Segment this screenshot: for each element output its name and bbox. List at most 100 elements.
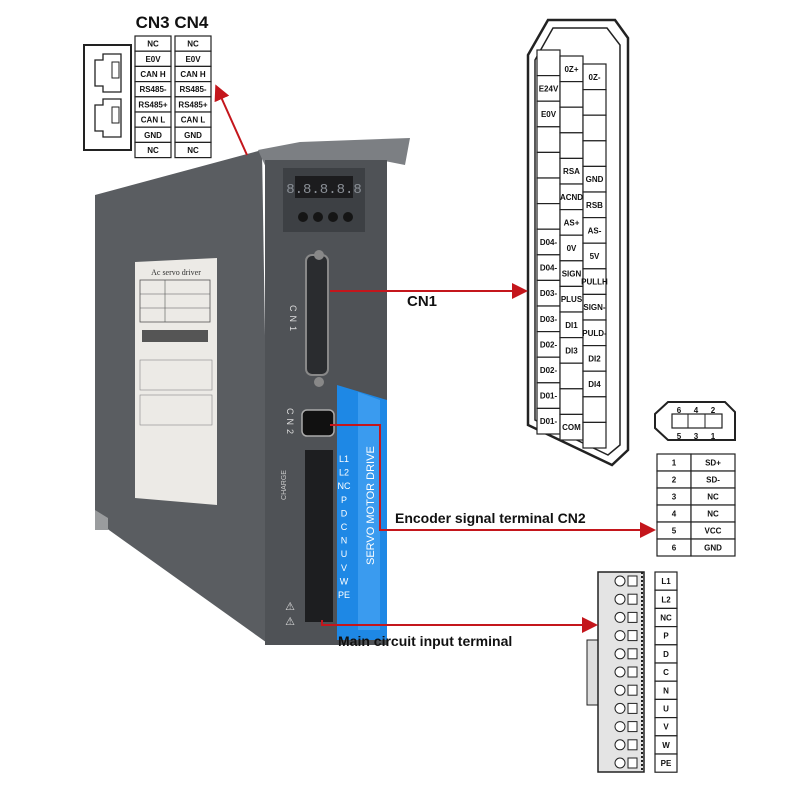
screw-icon (614, 739, 626, 751)
wire-slot-icon (627, 739, 638, 751)
cn1-pin-middle: AS+ (559, 209, 584, 236)
main-terminal-pin: L2 (654, 589, 678, 610)
cn4-pin-label: RS485- (179, 85, 206, 94)
warning-icon: ⚠ (285, 601, 295, 613)
panel-button[interactable] (343, 212, 353, 222)
main-terminal-pin-label: D (663, 650, 669, 659)
cn1-title: CN1 (407, 293, 437, 310)
cn2-pin-no-label: 6 (672, 544, 677, 553)
warning-icon: ⚠ (285, 616, 295, 628)
cn1-pin-right-label: 0Z- (589, 73, 601, 82)
barcode (142, 330, 208, 342)
cn1-pin-right: RSB (582, 191, 607, 219)
cn4-pin-label: NC (187, 40, 199, 49)
terminal-mark: D (341, 508, 348, 518)
cn4-pin-label: CAN H (180, 70, 206, 79)
cn2-pin-no: 5 (656, 521, 692, 540)
cn2-pin-no-label: 5 (672, 527, 677, 536)
screw-icon (314, 250, 324, 260)
cn1-pin-left: D01- (536, 407, 561, 435)
cn1-pin-left-label: E24V (539, 84, 559, 93)
panel-buttons (298, 212, 353, 222)
panel-button[interactable] (328, 212, 338, 222)
cn1-pin-left: D02- (536, 356, 561, 384)
cn1-pin-left: D04- (536, 228, 561, 256)
wire-slot-icon (627, 684, 638, 696)
cn1-pin-right-label: AS- (588, 226, 602, 235)
cn1-pin-right: 0Z- (582, 63, 607, 91)
main-terminal-pin-label: PE (661, 759, 672, 768)
cn1-pin-middle-label: DI1 (565, 321, 578, 330)
cn3-pin: RS485- (134, 80, 172, 98)
cn2-pin-number: 4 (694, 406, 699, 415)
cn1-pin-right: 5V (582, 242, 607, 270)
cn3-pin-label: E0V (145, 55, 161, 64)
cn1-pin-right: AS- (582, 217, 607, 244)
main-terminal-pin: W (654, 735, 678, 755)
blue-strip-light (358, 392, 380, 630)
cn4-pin-label: NC (187, 146, 199, 155)
screw-icon (614, 702, 626, 714)
terminal-mark: V (341, 563, 347, 573)
cn2-pin-signal-label: NC (707, 493, 719, 502)
cn1-pin-left: D01- (536, 382, 561, 409)
cn1-mark: CN1 (288, 305, 298, 335)
cn2-pin-signal-label: VCC (705, 527, 722, 536)
cn1-pin-right-label: GND (586, 175, 604, 184)
cn3-pin-label: CAN H (140, 70, 166, 79)
screw-icon (614, 593, 626, 605)
cn1-pin-left-label: D01- (540, 392, 558, 401)
cn3-pin-label: RS485+ (138, 100, 167, 109)
main-terminal-pin: U (654, 698, 678, 719)
main-terminal-pin-label: W (662, 741, 670, 750)
cn1-pin-middle (559, 80, 584, 108)
cn1-pin-right-label: 5V (590, 252, 600, 261)
main-terminal-pin-label: N (663, 686, 669, 695)
cn3-pin-label: GND (144, 131, 162, 140)
main-terminal-pin: N (654, 680, 678, 701)
product-label (135, 258, 217, 505)
panel-button[interactable] (313, 212, 323, 222)
cn3-pin-label: RS485- (139, 85, 166, 94)
cn1-pin-right-label: PULLH (581, 278, 608, 287)
screw-icon (614, 648, 626, 660)
cn2-pin-no: 4 (656, 504, 692, 523)
cn2-pin-no-label: 2 (672, 476, 677, 485)
screw-icon (614, 757, 626, 769)
screw-icon (614, 630, 626, 642)
drive-mount-tab (95, 510, 108, 530)
cn1-pin-middle: 0V (559, 234, 584, 262)
cn2-encoder-port (301, 409, 335, 437)
cn3-pin: E0V (134, 50, 172, 68)
cn2-pin-number: 3 (694, 432, 699, 441)
terminal-mark: NC (338, 481, 351, 491)
wire-slot-icon (627, 757, 638, 769)
wire-slot-icon (627, 666, 638, 678)
cn3-cn4-arrow (214, 84, 248, 156)
cn1-pin-right (582, 421, 607, 449)
wire-slot-icon (627, 630, 638, 642)
cn4-pin: E0V (174, 50, 212, 68)
cn2-pin-signal: NC (690, 504, 736, 523)
screw-icon (614, 684, 626, 696)
wire-slot-icon (627, 648, 638, 660)
cn1-pin-middle: RSA (559, 157, 584, 185)
cn2-pin-no: 6 (656, 538, 692, 557)
led-display (295, 176, 353, 198)
cn4-pin: NC (174, 141, 212, 159)
cn3-pin-label: NC (147, 146, 159, 155)
cn2-connector-icon (654, 401, 736, 441)
cn1-pin-middle: 0Z+ (559, 55, 584, 83)
cn3-pin: RS485+ (134, 96, 172, 113)
cn3-pin-label: NC (147, 40, 159, 49)
cn1-pin-left-label: D04- (540, 238, 558, 247)
terminal-mark: N (341, 536, 348, 546)
cn3-pin-label: CAN L (141, 116, 166, 125)
terminal-mark: L2 (339, 468, 349, 478)
cn1-pin-right-label: PULD- (582, 329, 607, 338)
panel-button[interactable] (298, 212, 308, 222)
main-terminal-pin-label: P (663, 632, 669, 641)
cn1-pin-middle-label: ACND (560, 193, 583, 202)
